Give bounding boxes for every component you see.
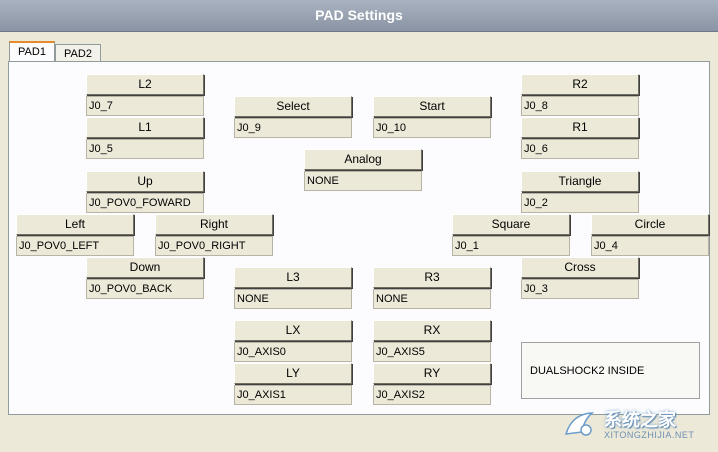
up-button[interactable]: Up (86, 171, 204, 192)
controller-info-box: DUALSHOCK2 INSIDE (521, 342, 700, 399)
triangle-button[interactable]: Triangle (521, 171, 639, 192)
l2-button[interactable]: L2 (86, 74, 204, 95)
window-title: PAD Settings (315, 7, 403, 23)
title-bar: PAD Settings (0, 0, 718, 32)
select-button[interactable]: Select (234, 96, 352, 117)
cross-field: J0_3 (521, 279, 639, 299)
down-button[interactable]: Down (86, 257, 204, 278)
tab-pad2[interactable]: PAD2 (55, 44, 101, 63)
lx-field: J0_AXIS0 (234, 342, 352, 362)
r2-button[interactable]: R2 (521, 74, 639, 95)
start-field: J0_10 (373, 118, 491, 138)
r1-field: J0_6 (521, 139, 639, 159)
square-field: J0_1 (452, 236, 570, 256)
l1-button[interactable]: L1 (86, 117, 204, 138)
l3-button[interactable]: L3 (234, 267, 352, 288)
right-button[interactable]: Right (155, 214, 273, 235)
left-field: J0_POV0_LEFT (16, 236, 134, 256)
ly-button[interactable]: LY (234, 363, 352, 384)
watermark-url: XITONGZHIJIA.NET (604, 430, 695, 440)
ly-field: J0_AXIS1 (234, 385, 352, 405)
l1-field: J0_5 (86, 139, 204, 159)
cross-button[interactable]: Cross (521, 257, 639, 278)
up-field: J0_POV0_FOWARD (86, 193, 204, 213)
rx-field: J0_AXIS5 (373, 342, 491, 362)
analog-button[interactable]: Analog (304, 149, 422, 170)
analog-field: NONE (304, 171, 422, 191)
circle-button[interactable]: Circle (591, 214, 709, 235)
l2-field: J0_7 (86, 96, 204, 116)
r2-field: J0_8 (521, 96, 639, 116)
lx-button[interactable]: LX (234, 320, 352, 341)
site-watermark: 系统之家 XITONGZHIJIA.NET (562, 406, 712, 446)
rx-button[interactable]: RX (373, 320, 491, 341)
ry-field: J0_AXIS2 (373, 385, 491, 405)
start-button[interactable]: Start (373, 96, 491, 117)
left-button[interactable]: Left (16, 214, 134, 235)
watermark-logo-icon (564, 412, 595, 436)
r3-button[interactable]: R3 (373, 267, 491, 288)
triangle-field: J0_2 (521, 193, 639, 213)
watermark-text: 系统之家 (604, 410, 676, 430)
r3-field: NONE (373, 289, 491, 309)
select-field: J0_9 (234, 118, 352, 138)
tab-pad1[interactable]: PAD1 (9, 41, 55, 63)
controller-info-text: DUALSHOCK2 INSIDE (530, 365, 645, 377)
circle-field: J0_4 (591, 236, 709, 256)
ry-button[interactable]: RY (373, 363, 491, 384)
right-field: J0_POV0_RIGHT (155, 236, 273, 256)
l3-field: NONE (234, 289, 352, 309)
r1-button[interactable]: R1 (521, 117, 639, 138)
down-field: J0_POV0_BACK (86, 279, 204, 299)
square-button[interactable]: Square (452, 214, 570, 235)
